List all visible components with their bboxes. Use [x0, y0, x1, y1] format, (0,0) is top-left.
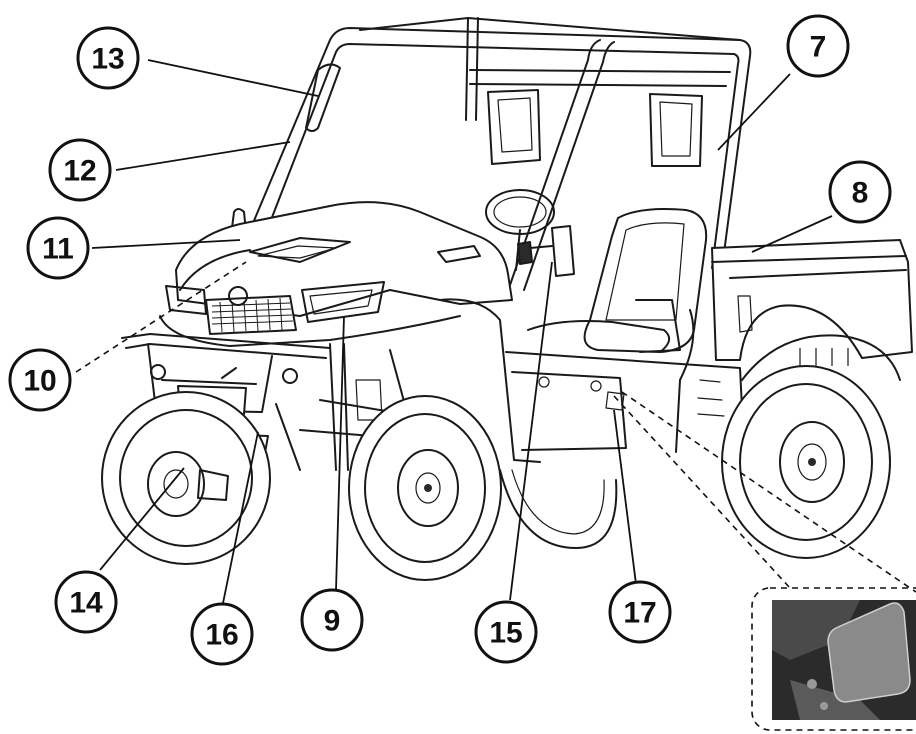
rear-left-wheel [499, 469, 618, 549]
front-left-wheel [101, 391, 271, 565]
callout-label: 12 [63, 155, 96, 188]
utility-vehicle-line-art [101, 17, 913, 581]
callout-16: 16 [190, 602, 254, 666]
callout-10: 10 [8, 348, 72, 412]
fuel-cap-photo-inset [751, 587, 916, 731]
callout-8: 8 [828, 160, 892, 224]
roll-cage [231, 17, 752, 291]
callout-label: 8 [852, 177, 869, 210]
front-right-wheel [348, 395, 502, 581]
rear-right-wheel [721, 334, 901, 559]
grille-headlights [165, 281, 385, 335]
driver-seat [527, 208, 708, 353]
callout-14: 14 [54, 570, 118, 634]
steering-wheel [485, 189, 555, 271]
callout-label: 7 [810, 31, 827, 64]
front-body [175, 201, 513, 317]
callout-label: 11 [42, 233, 74, 266]
callout-label: 13 [91, 43, 124, 76]
callout-label: 15 [489, 617, 522, 650]
callout-label: 9 [324, 605, 341, 638]
callout-15: 15 [474, 600, 538, 664]
callout-11: 11 [26, 216, 90, 280]
callout-7: 7 [786, 14, 850, 78]
leader-lines [75, 59, 916, 609]
fuel-door [605, 391, 625, 411]
callout-13: 13 [76, 26, 140, 90]
callout-label: 14 [69, 587, 103, 620]
callout-label: 10 [23, 365, 56, 398]
callout-12: 12 [48, 138, 112, 202]
seat-backs [487, 89, 703, 167]
callout-17: 17 [608, 580, 672, 644]
callout-9: 9 [300, 588, 364, 652]
callout-label: 16 [205, 619, 238, 652]
side-mirror [517, 225, 575, 277]
callout-label: 17 [623, 597, 656, 630]
cargo-bed [711, 239, 913, 366]
